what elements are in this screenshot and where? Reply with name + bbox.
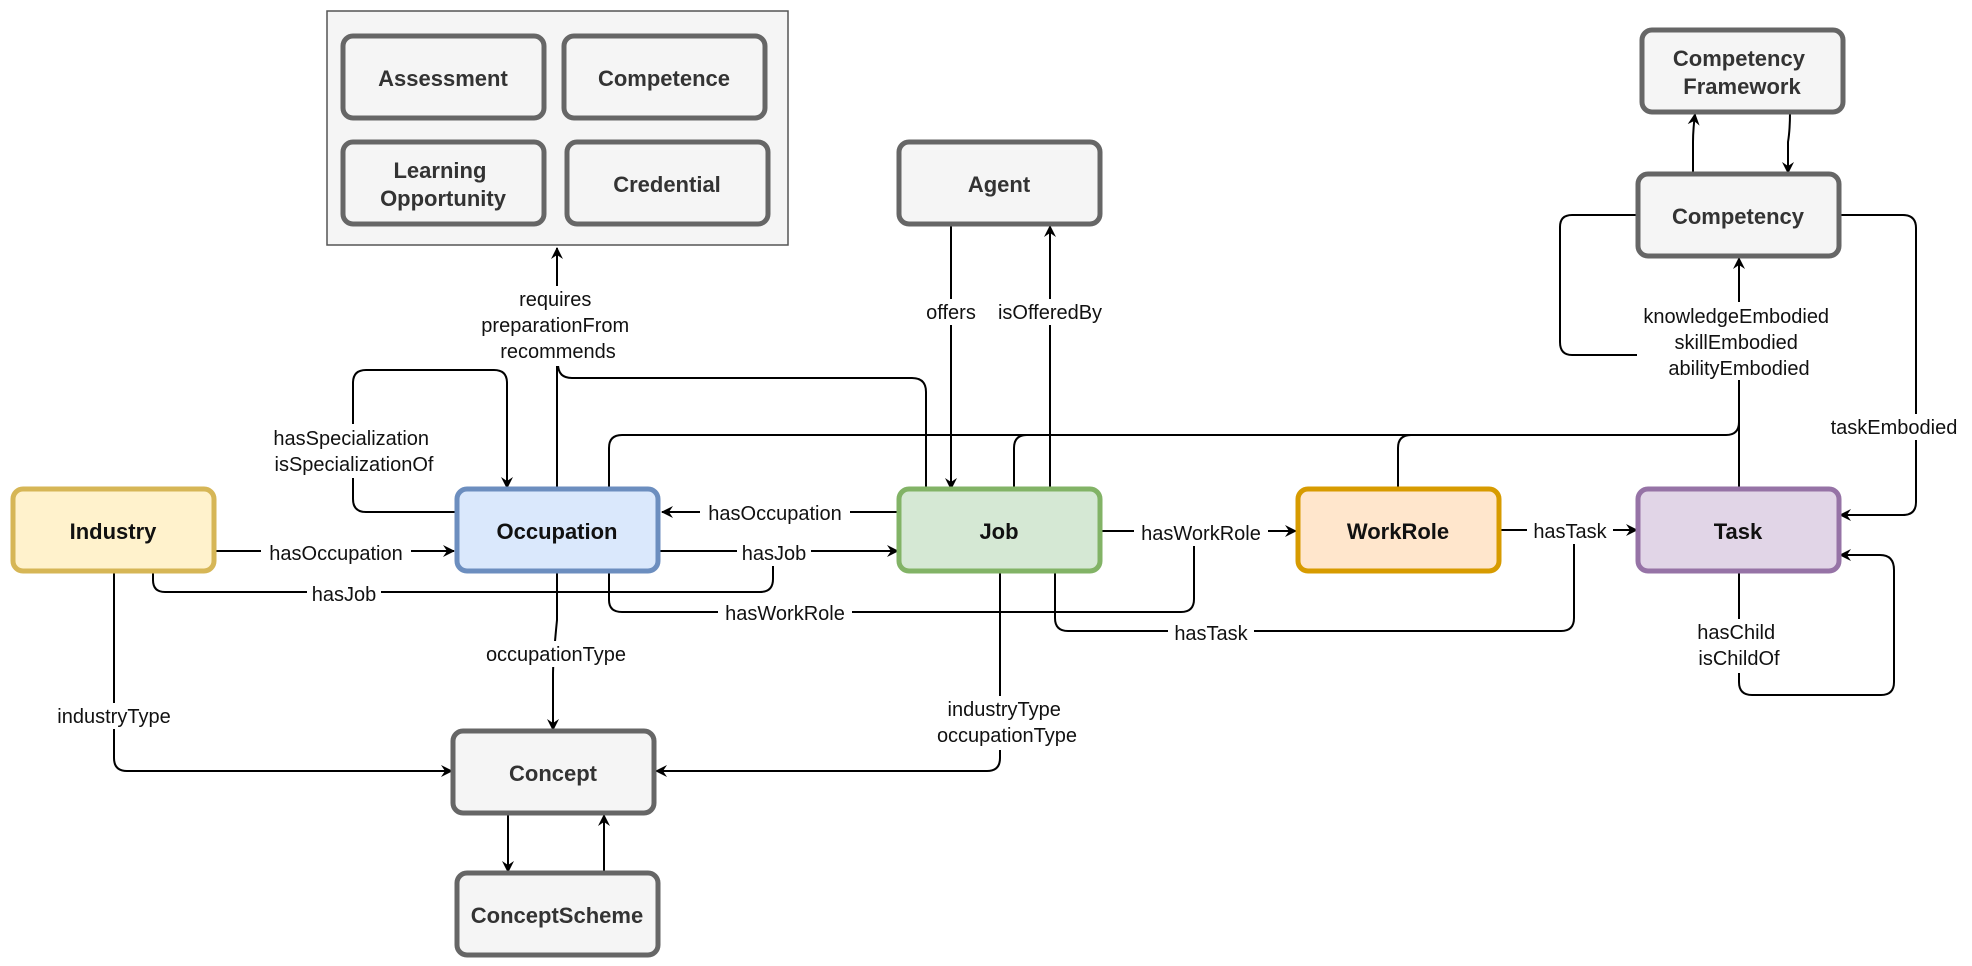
svg-text:Learning Opportunity: Learning Opportunity xyxy=(380,158,507,211)
svg-text:Industry: Industry xyxy=(70,519,158,544)
svg-text:Concept: Concept xyxy=(509,761,598,786)
svg-text:Job: Job xyxy=(979,519,1018,544)
edge-label-is-offered-by: isOfferedBy xyxy=(998,302,1102,324)
edge-occupation-has-workrole xyxy=(608,531,1195,613)
edge-framework-to-competency xyxy=(1782,111,1794,174)
edge-label-job-has-task: hasTask xyxy=(1174,623,1248,645)
label-bg xyxy=(737,540,811,566)
edge-label-workrole-has-task: hasTask xyxy=(1533,521,1607,543)
svg-text:Task: Task xyxy=(1714,519,1763,544)
node-competency-framework[interactable]: Competency Framework xyxy=(1639,27,1846,115)
label-bg xyxy=(261,540,411,566)
label-bg xyxy=(1527,518,1613,544)
node-learning-opportunity[interactable]: Learning Opportunity xyxy=(340,139,547,227)
svg-text:Agent: Agent xyxy=(968,172,1031,197)
edge-label-competency-embodied: knowledgeEmbodied skillEmbodied abilityE… xyxy=(1643,306,1834,380)
edge-label-industry-has-job: hasJob xyxy=(312,584,377,606)
edge-label-job-types: industryType occupationType xyxy=(937,699,1077,747)
edge-industry-has-job xyxy=(152,553,774,593)
edge-label-has-specialization: hasSpecialization isSpecializationOf xyxy=(273,428,434,476)
edge-job-requires-group xyxy=(557,363,927,490)
edge-label-industry-type: industryType xyxy=(57,706,170,728)
node-workrole[interactable]: WorkRole xyxy=(1295,486,1502,574)
edge-competency-to-framework xyxy=(1687,113,1700,173)
svg-text:ConceptScheme: ConceptScheme xyxy=(471,903,643,928)
edge-job-to-competency xyxy=(1013,434,1028,489)
label-bg xyxy=(1822,414,1966,440)
edge-has-child xyxy=(1738,549,1895,696)
label-bg xyxy=(921,299,981,325)
node-competence[interactable]: Competence xyxy=(561,33,768,121)
node-concept-scheme[interactable]: ConceptScheme xyxy=(454,870,661,958)
label-bg xyxy=(1168,620,1254,646)
node-job[interactable]: Job xyxy=(896,486,1103,574)
edge-label-occupation-has-job: hasJob xyxy=(742,543,807,565)
svg-text:Competency: Competency xyxy=(1672,204,1805,229)
node-task[interactable]: Task xyxy=(1635,486,1842,574)
label-bg xyxy=(924,696,1090,750)
edge-label-task-embodied: taskEmbodied xyxy=(1831,417,1958,439)
edge-label-job-has-workrole: hasWorkRole xyxy=(1141,523,1261,545)
label-bg xyxy=(474,641,638,667)
edge-job-types xyxy=(655,571,1001,777)
edge-occupation-to-competency xyxy=(608,378,1740,490)
label-bg xyxy=(1637,302,1843,380)
node-assessment[interactable]: Assessment xyxy=(340,33,547,121)
edge-label-job-has-occupation: hasOccupation xyxy=(708,503,841,525)
edge-competency-self-loop xyxy=(1559,214,1739,356)
node-occupation[interactable]: Occupation xyxy=(454,486,661,574)
label-bg xyxy=(47,703,181,729)
edge-label-industry-has-occupation: hasOccupation xyxy=(269,543,402,565)
svg-text:Assessment: Assessment xyxy=(378,66,508,91)
label-bg xyxy=(992,299,1108,325)
edge-industry-type xyxy=(113,571,453,777)
label-bg xyxy=(307,581,381,607)
edge-label-has-child: hasChild isChildOf xyxy=(1697,622,1780,670)
svg-text:Occupation: Occupation xyxy=(496,519,617,544)
label-bg xyxy=(262,424,446,478)
edge-has-specialization xyxy=(352,369,513,513)
label-bg xyxy=(700,500,850,526)
label-bg xyxy=(718,600,852,626)
node-agent[interactable]: Agent xyxy=(896,139,1103,227)
node-competency[interactable]: Competency xyxy=(1635,171,1842,259)
node-industry[interactable]: Industry xyxy=(10,486,217,574)
edge-task-embodied xyxy=(1838,214,1917,521)
svg-text:Credential: Credential xyxy=(613,172,721,197)
edge-label-occupation-type: occupationType xyxy=(486,644,626,666)
label-bg xyxy=(1688,619,1792,673)
edge-label-occupation-has-workrole: hasWorkRole xyxy=(725,603,845,625)
svg-text:Competency Framework: Competency Framework xyxy=(1673,46,1811,99)
node-credential[interactable]: Credential xyxy=(564,139,771,227)
label-bg xyxy=(1134,520,1268,546)
edge-job-has-task xyxy=(1054,531,1575,632)
edge-workrole-to-competency xyxy=(1397,434,1412,489)
edge-label-offers: offers xyxy=(926,302,976,324)
svg-text:Competence: Competence xyxy=(598,66,730,91)
label-bg xyxy=(470,286,646,366)
svg-text:WorkRole: WorkRole xyxy=(1347,519,1449,544)
node-concept[interactable]: Concept xyxy=(450,728,657,816)
edge-label-requires-group: requires preparationFrom recommends xyxy=(481,289,634,363)
